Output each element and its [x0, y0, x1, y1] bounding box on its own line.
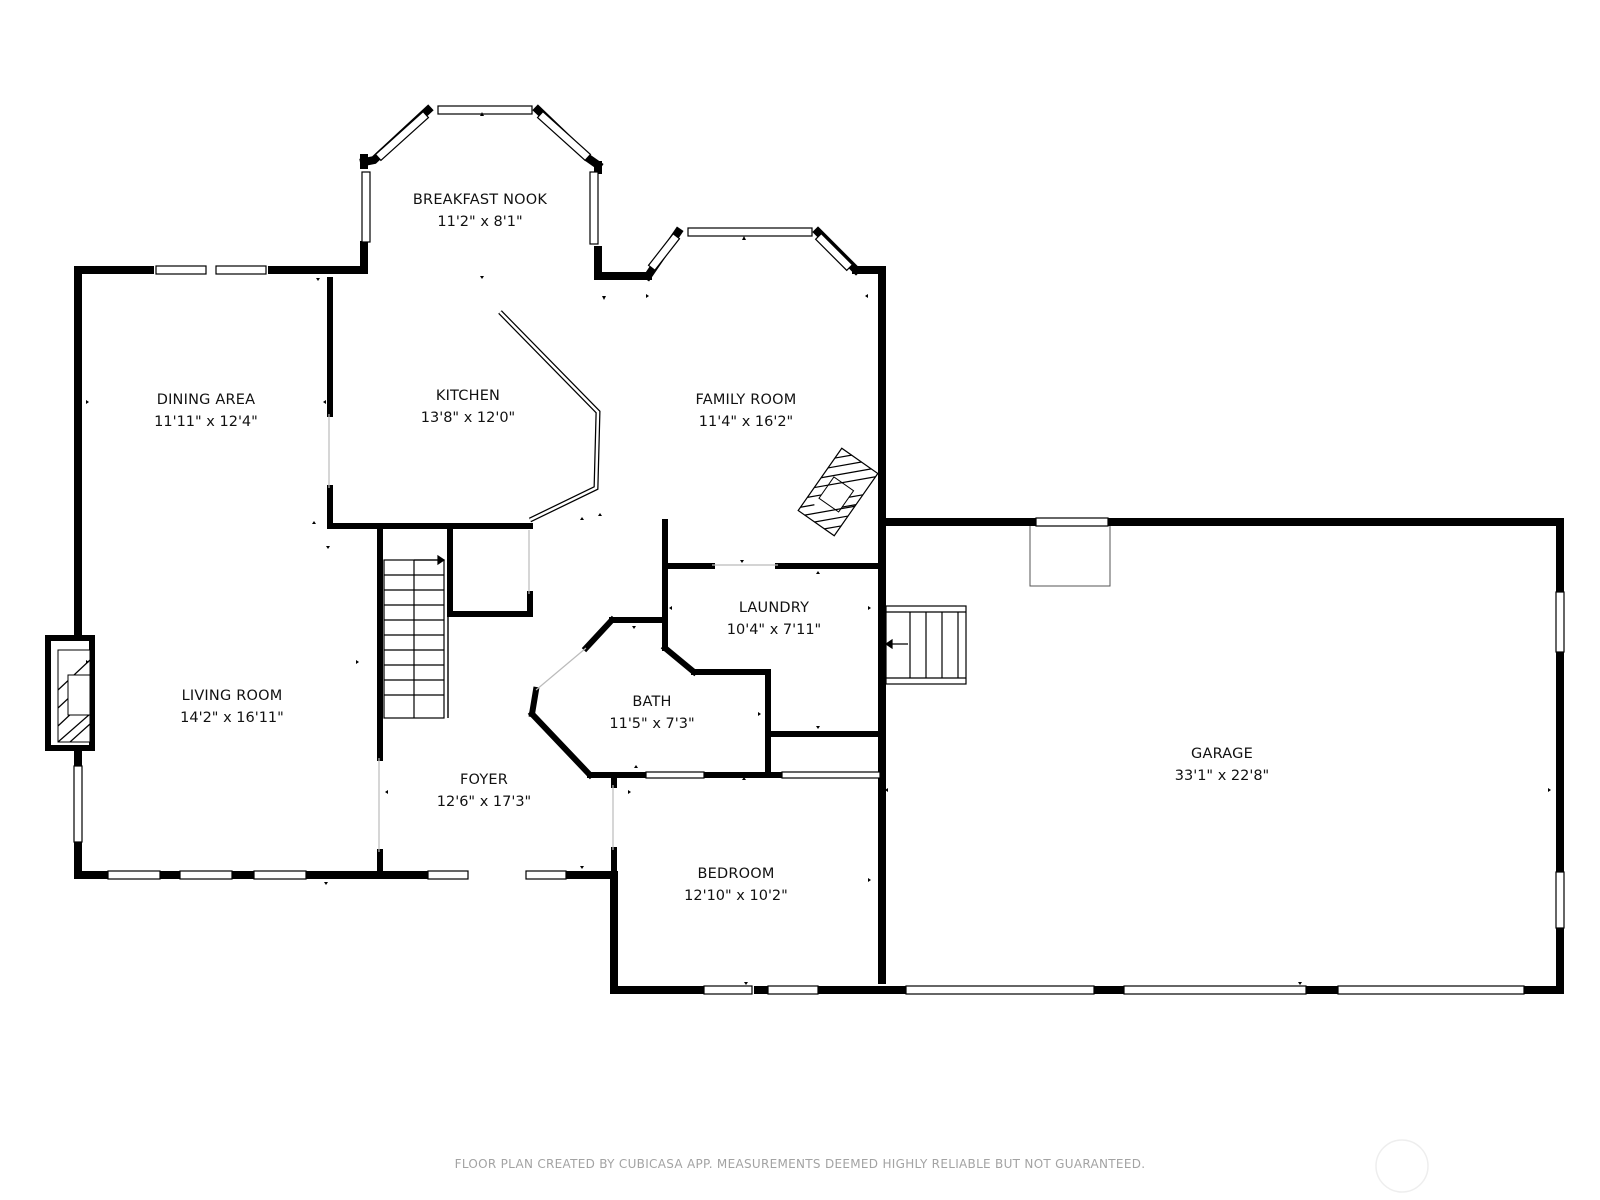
room-name: FOYER: [460, 772, 508, 788]
family-room-bay: [642, 226, 862, 282]
room-label-laundry: LAUNDRY 10'4" x 7'11": [727, 600, 821, 638]
openings: [328, 414, 1111, 852]
room-label-kitchen: KITCHEN 13'8" x 12'0": [421, 388, 515, 426]
breakfast-nook-bay: [359, 104, 604, 245]
room-label-living-room: LIVING ROOM 14'2" x 16'11": [180, 688, 284, 726]
room-label-bedroom: BEDROOM 12'10" x 10'2": [684, 866, 788, 904]
room-dimensions: 12'10" x 10'2": [684, 888, 788, 904]
room-dimensions: 11'11" x 12'4": [154, 414, 258, 430]
room-dimensions: 12'6" x 17'3": [437, 794, 531, 810]
room-dimensions: 33'1" x 22'8": [1175, 768, 1269, 784]
room-label-foyer: FOYER 12'6" x 17'3": [437, 772, 531, 810]
family-room-fireplace: [797, 447, 879, 537]
room-dimensions: 11'5" x 7'3": [609, 716, 694, 732]
room-name: GARAGE: [1191, 746, 1253, 762]
fireplace: [45, 635, 95, 751]
room-name: LAUNDRY: [739, 600, 809, 616]
room-label-garage: GARAGE 33'1" x 22'8": [1175, 746, 1269, 784]
room-name: LIVING ROOM: [182, 688, 283, 704]
room-label-bath: BATH 11'5" x 7'3": [609, 694, 694, 732]
room-name: BREAKFAST NOOK: [413, 192, 547, 208]
room-name: KITCHEN: [436, 388, 500, 404]
kitchen-island: [498, 310, 601, 523]
room-label-family-room: FAMILY ROOM 11'4" x 16'2": [696, 392, 797, 430]
room-name: BEDROOM: [697, 866, 774, 882]
dimension-ticks: [86, 112, 1551, 985]
room-dimensions: 14'2" x 16'11": [180, 710, 284, 726]
stairs: [383, 554, 449, 719]
room-name: FAMILY ROOM: [696, 392, 797, 408]
room-dimensions: 11'2" x 8'1": [437, 214, 522, 230]
footer-disclaimer: FLOOR PLAN CREATED BY CUBICASA APP. MEAS…: [455, 1157, 1146, 1171]
room-name: DINING AREA: [157, 392, 256, 408]
room-name: BATH: [632, 694, 671, 710]
windows: [73, 265, 1565, 995]
room-label-dining-area: DINING AREA 11'11" x 12'4": [154, 392, 258, 430]
watermark-circle-icon: [1375, 1139, 1429, 1193]
interior-walls: [327, 277, 885, 878]
room-dimensions: 13'8" x 12'0": [421, 410, 515, 426]
room-dimensions: 11'4" x 16'2": [699, 414, 793, 430]
room-label-breakfast-nook: BREAKFAST NOOK 11'2" x 8'1": [413, 192, 547, 230]
room-dimensions: 10'4" x 7'11": [727, 622, 821, 638]
garage-steps: [884, 605, 967, 685]
